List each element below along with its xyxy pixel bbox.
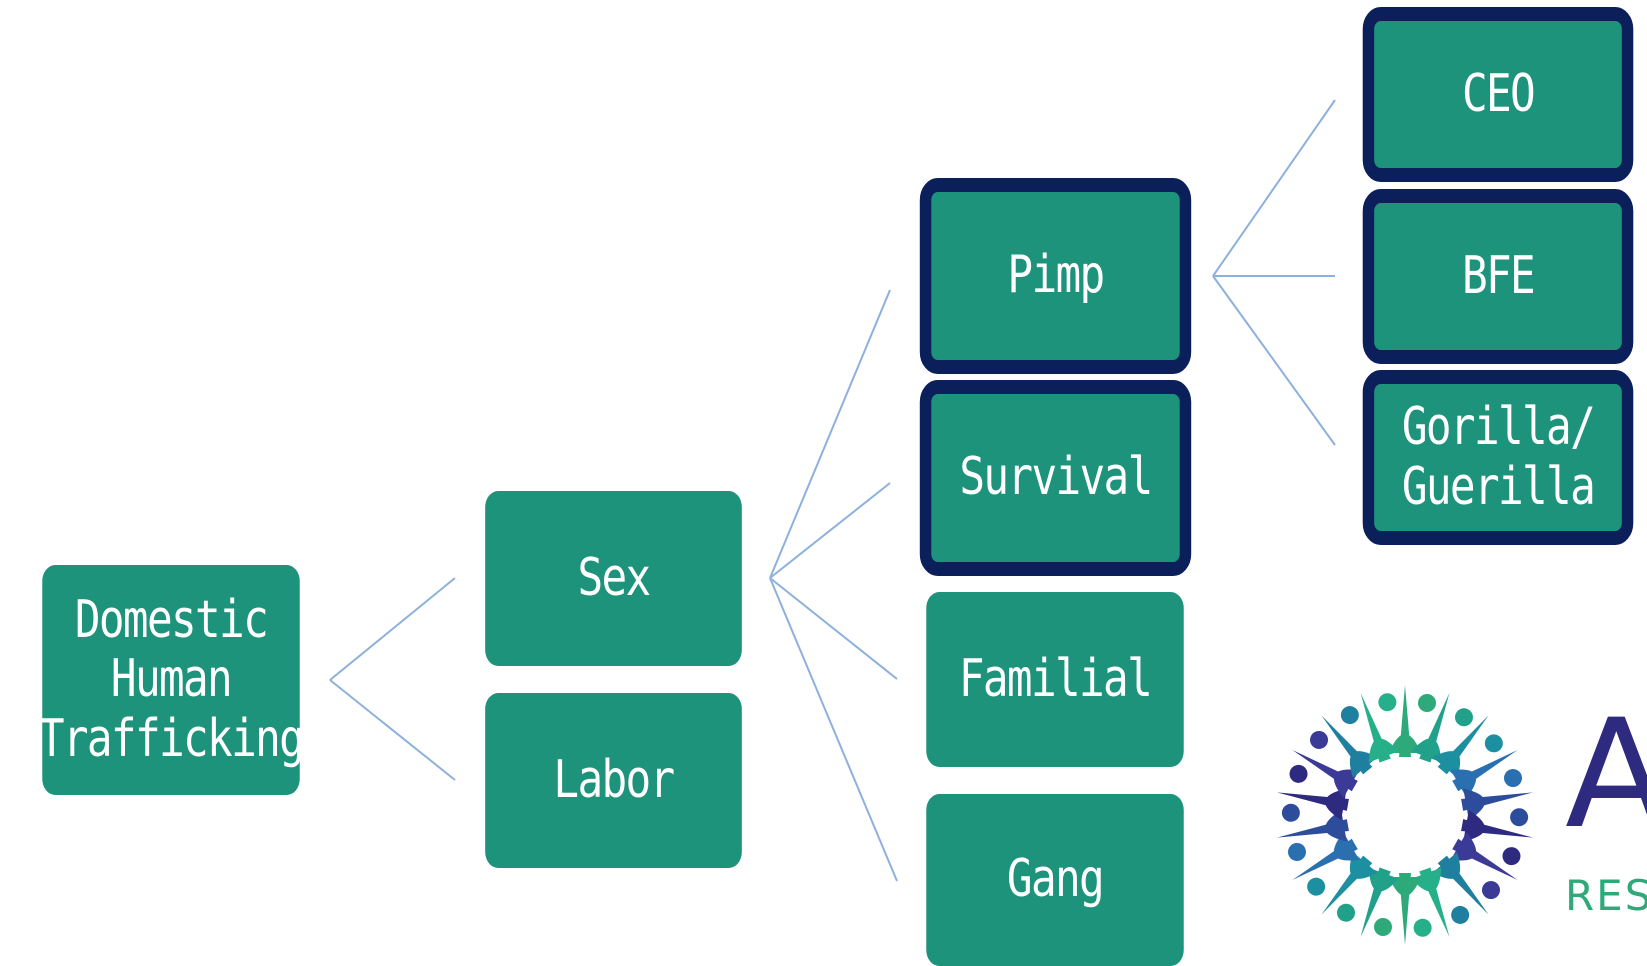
connector-sex-gang [769,577,898,882]
connector-sex-pimp [769,289,891,579]
logo-wordmark: A RES [1560,680,1647,940]
connector-pimp-gorilla [1212,275,1336,446]
node-sex: Sex [485,491,742,666]
node-domestic-human-trafficking: Domestic Human Trafficking [39,565,305,795]
node-labor: Labor [485,693,742,868]
node-bfe: BFE [1362,189,1634,364]
node-ceo: CEO [1362,7,1634,182]
node-survival: Survival [919,380,1192,576]
node-familial: Familial [926,592,1184,767]
connector-pimp-ceo [1212,99,1336,277]
connector-sex-survival [769,482,891,579]
logo-subtext: RES [1565,871,1647,920]
connector-sex-familial [769,577,898,680]
node-gorilla-guerilla: Gorilla/ Guerilla [1362,370,1634,545]
logo-letter: A [1565,688,1647,862]
starburst-people-icon [1255,670,1555,964]
node-pimp: Pimp [919,178,1192,374]
node-gang: Gang [926,794,1184,966]
connector-root-labor [329,679,456,781]
connector-root-sex [329,577,456,681]
